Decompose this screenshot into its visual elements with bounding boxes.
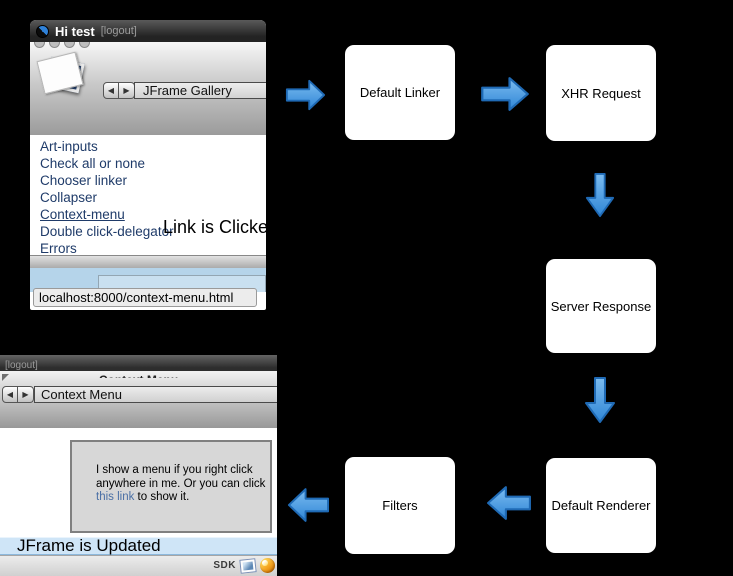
browser-window-gallery: Hi test [logout] ◀ ▶ JFrame Gallery Art-… [30, 20, 266, 310]
step-caption-jframe-updated: JFrame is Updated [17, 536, 161, 555]
flow-box-xhr-request: XHR Request [546, 45, 656, 141]
window-titlebar: Hi test [logout] [30, 20, 266, 42]
gallery-link-art-inputs[interactable]: Art-inputs [40, 139, 98, 154]
orange-swirl-icon[interactable] [260, 558, 275, 573]
step-caption-link-clicked: Link is Clicked [163, 217, 266, 237]
window-button[interactable] [49, 42, 60, 48]
nav-segmented-control: ◀ ▶ [103, 82, 135, 99]
update-caption-bar: JFrame is Updated [0, 537, 277, 555]
sdk-label: SDK [213, 560, 236, 571]
arrow-down-icon [585, 377, 615, 423]
flow-box-server-response: Server Response [546, 259, 656, 353]
forward-button[interactable]: ▶ [18, 386, 34, 403]
gallery-link-errors[interactable]: Errors [40, 241, 77, 256]
page-title-field: Context Menu [34, 386, 277, 403]
status-bar: SDK [0, 555, 277, 576]
flow-box-label: XHR Request [561, 85, 641, 101]
window-titlebar: [logout] [0, 355, 277, 371]
gallery-mini-icon[interactable] [239, 557, 257, 574]
flow-box-label: Filters [382, 498, 418, 513]
logout-link[interactable]: [logout] [100, 25, 137, 37]
arrow-left-icon [287, 488, 330, 522]
window-button[interactable] [34, 42, 45, 48]
page-content: I show a menu if you right click anywher… [0, 428, 277, 537]
gallery-link-collapser[interactable]: Collapser [40, 190, 98, 205]
gallery-title-field: JFrame Gallery [134, 82, 266, 99]
gallery-link-double-click[interactable]: Double click-delegator [40, 224, 174, 239]
window-button[interactable] [79, 42, 90, 48]
horizontal-scrollbar[interactable] [30, 255, 266, 268]
window-title: Hi test [55, 23, 95, 39]
logout-link[interactable]: [logout] [5, 360, 38, 371]
selection-panel [98, 275, 266, 292]
photo-gallery-icon [36, 51, 88, 100]
nav-segmented-control: ◀ ▶ [2, 386, 34, 403]
flow-box-label: Default Renderer [551, 498, 651, 513]
status-url-tooltip: localhost:8000/context-menu.html [33, 288, 257, 307]
arrow-left-icon [487, 486, 531, 520]
toolbar: Context Menu ◀ ▶ Context Menu [0, 371, 277, 428]
flow-box-label: Server Response [550, 298, 652, 314]
status-bar-right: SDK [213, 557, 275, 574]
app-logo-icon [36, 24, 49, 38]
gallery-link-context-menu[interactable]: Context-menu [40, 207, 125, 222]
back-button[interactable]: ◀ [103, 82, 119, 99]
body-text-line: anywhere in me. Or you can click [96, 477, 266, 490]
arrow-right-icon [481, 77, 529, 111]
flow-box-label: Default Linker [359, 85, 441, 100]
window-button[interactable] [64, 42, 75, 48]
back-button[interactable]: ◀ [2, 386, 18, 403]
flow-box-filters: Filters [345, 457, 455, 554]
forward-button[interactable]: ▶ [119, 82, 135, 99]
body-text-line: I show a menu if you right click [96, 464, 253, 476]
this-link[interactable]: this link [96, 491, 135, 503]
arrow-right-icon [285, 79, 326, 111]
flow-box-default-linker: Default Linker [345, 45, 455, 140]
toolbar: ◀ ▶ JFrame Gallery [30, 42, 266, 135]
clipped-page-title: Context Menu [0, 371, 277, 378]
gallery-link-list: Art-inputs Check all or none Chooser lin… [30, 135, 266, 290]
flow-box-default-renderer: Default Renderer [546, 458, 656, 553]
gallery-link-check-all[interactable]: Check all or none [40, 156, 146, 171]
browser-window-context-menu: [logout] Context Menu ◀ ▶ Context Menu I… [0, 355, 277, 576]
gallery-link-chooser-linker[interactable]: Chooser linker [40, 173, 128, 188]
arrow-down-icon [585, 172, 615, 218]
window-fold-icon [2, 374, 9, 381]
context-menu-target-area[interactable]: I show a menu if you right click anywher… [70, 440, 272, 533]
body-text-line: to show it. [134, 491, 190, 503]
